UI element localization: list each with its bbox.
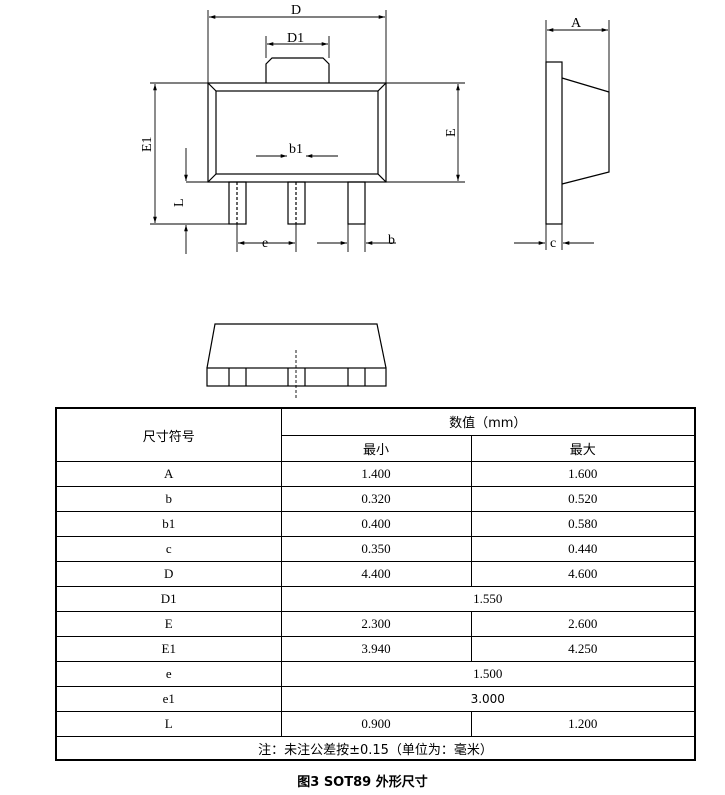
min-cell: 3.940 (280, 636, 472, 662)
tolerance-note: 注：未注公差按±0.15（单位为：毫米） (55, 736, 696, 761)
table-header-row: 尺寸符号 数值（mm） (55, 407, 696, 462)
symbol-cell: A (55, 461, 282, 487)
symbol-cell: e1 (55, 686, 282, 712)
dim-label-A: A (571, 16, 582, 31)
min-cell: 0.400 (280, 511, 472, 537)
table-row: A 1.400 1.600 (55, 461, 696, 487)
table-subheader-row: 最小 最大 (56, 434, 696, 462)
table-row: D1 1.550 (55, 586, 696, 612)
dim-label-E: E (444, 128, 459, 137)
symbol-cell: c (55, 536, 282, 562)
symbol-cell: D1 (55, 586, 282, 612)
value-cell: 1.550 (280, 586, 696, 612)
header-min: 最小 (280, 434, 472, 462)
dim-label-b: b (388, 233, 395, 248)
value-cell: 3.000 (280, 686, 696, 712)
header-value: 数值（mm） (280, 407, 696, 436)
min-cell: 0.320 (280, 486, 472, 512)
symbol-cell: b1 (55, 511, 282, 537)
dim-label-b1: b1 (289, 142, 303, 157)
min-cell: 0.350 (280, 536, 472, 562)
max-cell: 0.580 (470, 511, 696, 537)
max-cell: 4.250 (470, 636, 696, 662)
table-note-row: 注：未注公差按±0.15（单位为：毫米） (55, 736, 696, 761)
dim-label-E1: E1 (140, 136, 155, 152)
symbol-cell: E1 (55, 636, 282, 662)
header-max: 最大 (470, 434, 696, 462)
dim-label-e: e (262, 236, 268, 251)
symbol-cell: D (55, 561, 282, 587)
dim-label-D1: D1 (287, 31, 304, 46)
table-row: e 1.500 (55, 661, 696, 687)
dim-label-L: L (172, 198, 187, 207)
symbol-cell: e (55, 661, 282, 687)
dimension-table: 尺寸符号 数值（mm） 最小 最大 A 1.400 1.600 b 0.320 … (55, 407, 697, 761)
symbol-cell: L (55, 711, 282, 737)
symbol-cell: E (55, 611, 282, 637)
front-view (206, 323, 387, 400)
max-cell: 4.600 (470, 561, 696, 587)
table-row: L 0.900 1.200 (55, 711, 696, 737)
top-view (207, 57, 387, 225)
side-view (545, 61, 610, 225)
min-cell: 1.400 (280, 461, 472, 487)
max-cell: 1.600 (470, 461, 696, 487)
dimension-lines (150, 10, 610, 254)
dim-label-c: c (550, 236, 556, 251)
figure-caption: 图3 SOT89 外形尺寸 (297, 775, 428, 790)
header-symbol: 尺寸符号 (55, 407, 282, 462)
min-cell: 4.400 (280, 561, 472, 587)
table-row: c 0.350 0.440 (55, 536, 696, 562)
max-cell: 0.440 (470, 536, 696, 562)
symbol-cell: b (55, 486, 282, 512)
min-cell: 2.300 (280, 611, 472, 637)
table-row: b1 0.400 0.580 (55, 511, 696, 537)
value-cell: 1.500 (280, 661, 696, 687)
max-cell: 0.520 (470, 486, 696, 512)
package-outline-drawing: D D1 E1 E b1 L e b A c (140, 3, 610, 400)
max-cell: 2.600 (470, 611, 696, 637)
table-row: E1 3.940 4.250 (55, 636, 696, 662)
max-cell: 1.200 (470, 711, 696, 737)
table-row: b 0.320 0.520 (55, 486, 696, 512)
table-row: D 4.400 4.600 (55, 561, 696, 587)
dim-label-D: D (291, 3, 301, 18)
table-row: E 2.300 2.600 (55, 611, 696, 637)
table-row: e1 3.000 (55, 686, 696, 712)
min-cell: 0.900 (280, 711, 472, 737)
